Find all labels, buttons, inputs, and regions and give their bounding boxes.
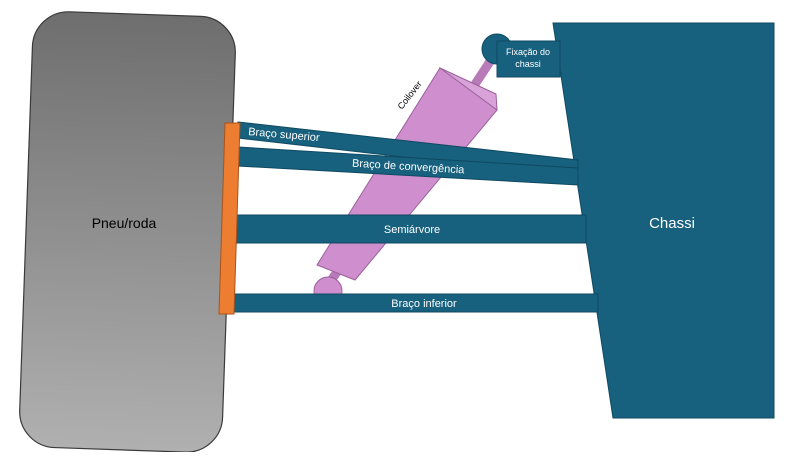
chassis-mount-label-line2: chassi [515, 59, 541, 69]
chassis-mount-label-line1: Fixação do [506, 47, 550, 57]
chassis [552, 22, 775, 419]
half-shaft-label: Semiárvore [384, 224, 440, 236]
wheel-shape [19, 11, 236, 453]
wheel-label: Pneu/roda [92, 215, 157, 231]
hub-upright [218, 122, 241, 315]
half-shaft [235, 214, 587, 244]
chassis-label: Chassi [649, 215, 695, 232]
lower-arm-label: Braço inferior [391, 298, 457, 310]
chassis-mount-bracket [496, 40, 561, 78]
wheel [19, 11, 236, 453]
